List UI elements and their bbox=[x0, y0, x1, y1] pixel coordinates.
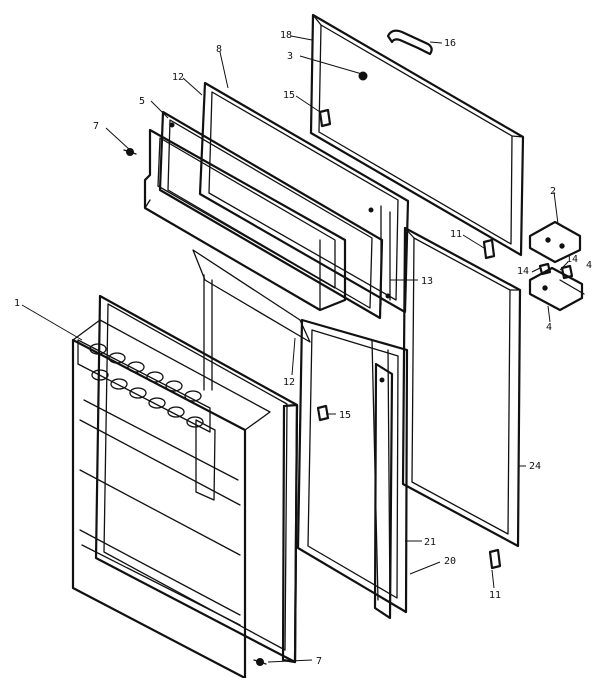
callout-7-bottom: 7 bbox=[316, 656, 322, 667]
door-handle bbox=[386, 29, 433, 56]
callout-14-left: 14 bbox=[517, 266, 529, 277]
callout-14-right: 14 bbox=[566, 254, 578, 265]
fresh-food-door-panel bbox=[296, 318, 409, 620]
leader-lines bbox=[21, 35, 569, 663]
callout-8: 8 bbox=[216, 44, 222, 55]
bushing-upper bbox=[318, 108, 332, 128]
screw-top bbox=[123, 148, 137, 156]
callout-13: 13 bbox=[421, 276, 433, 287]
callout-12-top: 12 bbox=[172, 72, 184, 83]
freezer-door-shelf bbox=[143, 128, 347, 312]
callout-3: 3 bbox=[287, 51, 293, 62]
bushing-lower bbox=[316, 404, 330, 422]
callout-5: 5 bbox=[139, 96, 145, 107]
freezer-door-liner bbox=[158, 110, 384, 320]
callout-24: 24 bbox=[529, 461, 541, 472]
egg-tray bbox=[77, 339, 211, 433]
callout-7-top: 7 bbox=[93, 121, 99, 132]
lower-hinge bbox=[528, 266, 585, 312]
callout-15-bottom: 15 bbox=[339, 410, 351, 421]
callout-4-bottom: 4 bbox=[546, 322, 552, 333]
gasket-trim bbox=[192, 249, 311, 391]
callout-2: 2 bbox=[550, 186, 556, 197]
callout-16: 16 bbox=[444, 38, 456, 49]
cam-upper bbox=[482, 238, 496, 260]
callout-4-right: 4 bbox=[586, 260, 592, 271]
upper-hinge bbox=[528, 220, 582, 264]
callout-12-bottom: 12 bbox=[283, 377, 295, 388]
callout-20: 20 bbox=[444, 556, 456, 567]
callout-18: 18 bbox=[280, 30, 292, 41]
callout-11-bottom: 11 bbox=[489, 590, 501, 601]
callout-11-top: 11 bbox=[450, 229, 462, 240]
hinge-pins bbox=[538, 262, 574, 280]
screw-bottom bbox=[253, 658, 267, 666]
callout-1: 1 bbox=[14, 298, 20, 309]
fresh-food-door-liner bbox=[71, 294, 299, 678]
freezer-door-gasket bbox=[309, 13, 525, 257]
callout-21: 21 bbox=[424, 537, 436, 548]
callout-labels: 1 7 5 12 8 18 3 15 16 2 11 14 14 4 4 13 … bbox=[14, 30, 592, 667]
callout-15-top: 15 bbox=[283, 90, 295, 101]
freezer-door-panel bbox=[198, 81, 410, 314]
cam-lower bbox=[488, 548, 502, 570]
fresh-food-gasket bbox=[401, 226, 522, 548]
